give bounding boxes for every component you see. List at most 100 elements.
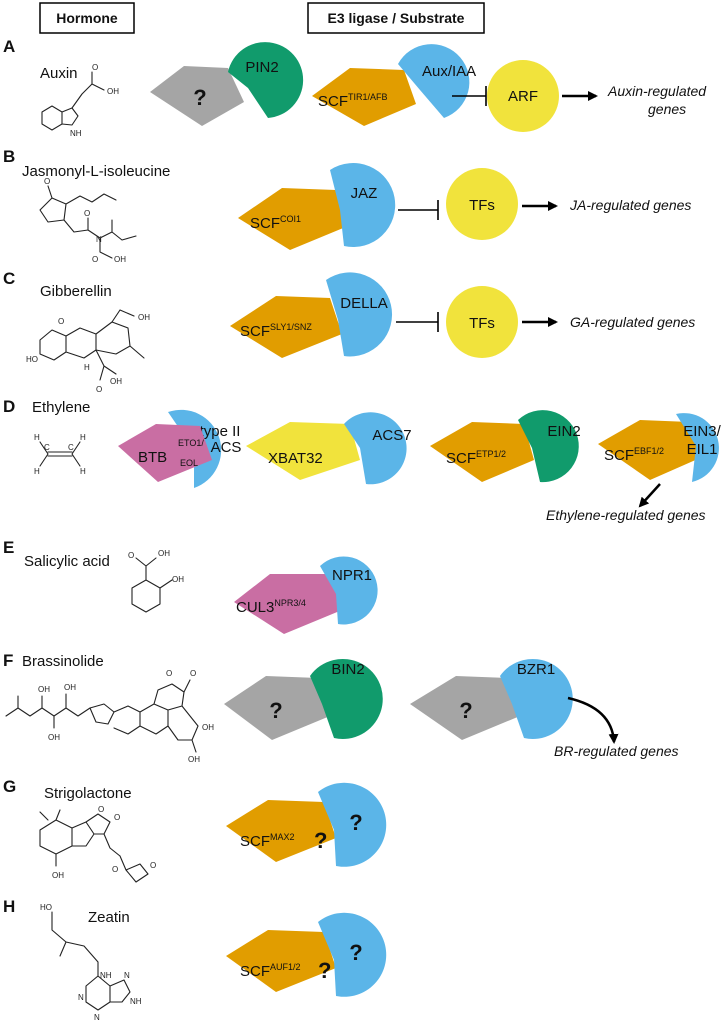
panel-c: C Gibberellin O HO OH OH O H SCFSLY1/SNZ… <box>3 269 695 394</box>
unknown-mark: ? <box>193 85 206 110</box>
atom-label: N <box>78 993 84 1002</box>
e3-scf-tir1 <box>312 68 416 126</box>
substrate-unknown <box>318 782 387 867</box>
strigolactone-structure: O O O O OH <box>39 805 156 883</box>
unknown-mark: ? <box>349 940 362 965</box>
panel-letter: F <box>3 651 13 670</box>
atom-label: N <box>96 235 102 244</box>
atom-label: O <box>190 669 196 678</box>
substrate-label: BIN2 <box>331 661 364 678</box>
atom-label: C <box>68 443 74 452</box>
genes-label: JA-regulated genes <box>569 197 691 213</box>
panel-e: E Salicylic acid O OH OH CUL3NPR3/4 NPR1 <box>3 538 378 634</box>
panel-letter: G <box>3 777 16 796</box>
panel-d: D Ethylene H H H H C C type II ACS BTB E… <box>3 397 722 523</box>
atom-label: HO <box>40 903 52 912</box>
tf-label: TFs <box>469 315 495 332</box>
tf-tfs <box>446 286 518 358</box>
tf-label: TFs <box>469 197 495 214</box>
e3-label: SCFSLY1/SNZ <box>240 322 312 340</box>
substrate-label: Aux/IAA <box>422 63 476 80</box>
panel-letter: E <box>3 538 14 557</box>
atom-label: OH <box>38 685 50 694</box>
panel-h: H Zeatin HO NH N N N NH SCFAUF1/2 ? ? <box>3 897 387 1022</box>
unknown-mark: ? <box>318 958 331 983</box>
e3-pentagon-unknown <box>224 676 330 740</box>
atom-label: H <box>84 363 90 372</box>
e3-scf-ebf <box>598 420 700 480</box>
panel-letter: A <box>3 37 15 56</box>
panel-b: B Jasmonyl-L-isoleucine O O N O OH SCFCO… <box>3 147 691 264</box>
e3-pentagon-unknown <box>410 676 520 740</box>
e3-label: SCFTIR1/AFB <box>318 92 388 110</box>
e3-label: SCFCOI1 <box>250 214 301 232</box>
substrate-ein2 <box>518 410 579 483</box>
hormone-name: Jasmonyl-L-isoleucine <box>22 163 170 180</box>
arrow <box>638 483 661 508</box>
e3-btb <box>118 424 212 482</box>
unknown-mark: ? <box>314 828 327 853</box>
header-e3-substrate: E3 ligase / Substrate <box>307 2 485 34</box>
jasmonate-structure: O O N O OH <box>39 177 137 264</box>
substrate-label: EIN3/ <box>683 423 721 440</box>
genes-label: Ethylene-regulated genes <box>546 507 706 523</box>
substrate-label: JAZ <box>351 185 378 202</box>
unknown-mark: ? <box>269 698 282 723</box>
e3-label: SCFAUF1/2 <box>240 962 301 980</box>
header-hormone-label: Hormone <box>56 10 118 26</box>
substrate-label: EIL1 <box>687 441 718 458</box>
substrate-acs7 <box>344 412 407 485</box>
atom-label: NH <box>130 997 142 1006</box>
substrate-label: NPR1 <box>332 567 372 584</box>
hormone-name: Auxin <box>40 65 78 82</box>
ethylene-structure: H H H H C C <box>34 433 86 476</box>
arrow <box>567 696 619 744</box>
atom-label: NH <box>100 971 112 980</box>
atom-label: H <box>34 433 40 442</box>
inhibition-bar <box>396 312 439 332</box>
atom-label: O <box>92 255 98 264</box>
hormone-name: Zeatin <box>88 909 130 926</box>
hormone-name: Gibberellin <box>40 283 112 300</box>
atom-label: NH <box>70 129 82 138</box>
e3-scf-coi1 <box>238 188 348 250</box>
e3-pentagon-unknown <box>150 66 244 126</box>
substrate-label: EIN2 <box>547 423 580 440</box>
atom-label: H <box>34 467 40 476</box>
atom-label: OH <box>188 755 200 764</box>
e3-label: SCFETP1/2 <box>446 449 506 467</box>
atom-label: OH <box>110 377 122 386</box>
inhibition-bar <box>398 200 439 220</box>
panel-f: F Brassinolide OH OH OH O O OH OH ? BIN2… <box>3 651 679 764</box>
panel-letter: D <box>3 397 15 416</box>
zeatin-structure: HO NH N N N NH <box>40 903 142 1022</box>
atom-label: OH <box>138 313 150 322</box>
atom-label: O <box>96 385 102 394</box>
atom-label: OH <box>158 549 170 558</box>
substrate-label: ACS <box>211 439 242 456</box>
atom-label: OH <box>114 255 126 264</box>
substrate-della <box>326 272 393 357</box>
e3-scf-etp <box>430 422 534 482</box>
unknown-mark: ? <box>349 810 362 835</box>
e3-scf-auf <box>226 930 336 992</box>
e3-label: SCFEBF1/2 <box>604 446 664 464</box>
hormone-name: Strigolactone <box>44 785 132 802</box>
substrate-ein3 <box>676 413 719 482</box>
header-e3-label: E3 ligase / Substrate <box>328 10 465 26</box>
substrate-label: PIN2 <box>245 59 278 76</box>
brassinolide-structure: OH OH OH O O OH OH <box>5 669 214 764</box>
e3-sup-label: ETO1/ <box>178 438 204 448</box>
atom-label: OH <box>52 871 64 880</box>
atom-label: C <box>44 443 50 452</box>
substrate-aux-iaa <box>398 44 470 119</box>
atom-label: OH <box>202 723 214 732</box>
atom-label: OH <box>107 87 119 96</box>
atom-label: O <box>166 669 172 678</box>
e3-sup-label: EOL <box>180 458 198 468</box>
atom-label: O <box>92 63 98 72</box>
atom-label: O <box>128 551 134 560</box>
atom-label: N <box>94 1013 100 1022</box>
substrate-unknown <box>318 912 387 997</box>
